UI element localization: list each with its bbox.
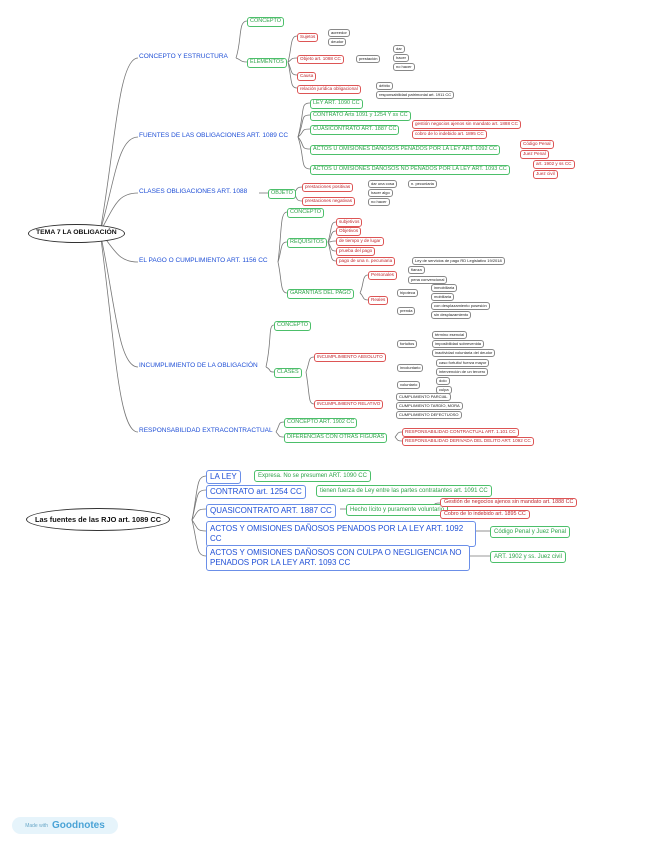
hipoteca-node: hipoteca [397, 289, 419, 297]
clases-node: CLASES OBLIGACIONES ART. 1088 [139, 188, 248, 195]
voluntario-node: voluntario [397, 381, 421, 389]
map2-cuasicontrato-detail: Hecho lícito y puramente voluntario [346, 504, 449, 516]
responsabilidad-node: RESPONSABILIDAD EXTRACONTRACTUAL [139, 427, 273, 434]
positivas-node: prestaciones positivas [302, 183, 354, 192]
map2-contrato-detail: tienen fuerza de Ley entre las partes co… [316, 485, 492, 497]
involuntario-node: involuntario [397, 364, 424, 372]
pecuniaria-node: n. pecuniaria [408, 180, 437, 188]
goodnotes-logo: Goodnotes [52, 820, 105, 831]
dar-cosa-node: dar una cosa [368, 180, 398, 188]
incumplimiento-concepto-node: CONCEPTO [274, 321, 312, 331]
map2-contrato: CONTRATO art. 1254 CC [206, 485, 306, 499]
relativo-node: INCUMPLIMIENTO RELATIVO [314, 400, 384, 409]
requisitos-node: REQUISITOS [287, 238, 327, 248]
hacer-algo-node: hacer algo [368, 189, 393, 197]
garantias-node: GARANTÍAS DEL PAGO [287, 289, 354, 299]
caso-fortuito-node: caso fortuito/ fuerza mayor [436, 359, 490, 367]
actos-penados-node: ACTOS U OMISIONES DAÑOSOS PENADOS POR LA… [310, 145, 501, 155]
prueba-pago-node: prueba del pago [336, 247, 376, 256]
incumplimiento-clases-node: CLASES [274, 368, 302, 378]
map2-ley: LA LEY [206, 470, 241, 484]
fuentes-node: FUENTES DE LAS OBLIGACIONES ART. 1089 CC [139, 132, 289, 139]
actos-no-penados-node: ACTOS U OMISIONES DAÑOSOS NO PENADOS POR… [310, 165, 510, 175]
responsabilidad-concepto-node: CONCEPTO ART. 1902 CC [284, 418, 358, 428]
prenda-node: prenda [397, 307, 416, 315]
prestacion-node: prestación [356, 55, 381, 63]
map2-cuasicontrato: QUASICONTRATO ART. 1887 CC [206, 504, 336, 518]
objeto-node: Objeto art. 1088 CC [297, 55, 344, 64]
codigo-penal-node: Código Penal [520, 140, 554, 149]
map2-ley-detail: Expresa. No se presumen ART. 1090 CC [254, 470, 371, 482]
objetivos-node: Objetivos [336, 227, 362, 236]
map1-root: TEMA 7 LA OBLIGACIÓN [28, 224, 125, 243]
termino-esencial-node: término esencial [432, 331, 468, 339]
map2-actos-culpa: ACTOS Y OMISIONES DAÑOSOS CON CULPA O NE… [206, 545, 470, 571]
negativas-node: prestaciones negativas [302, 197, 355, 206]
map2-cobro: Cobro de lo indebido art. 1895 CC [440, 510, 530, 520]
personales-node: Personales [368, 271, 397, 280]
pago-concepto-node: CONCEPTO [287, 208, 325, 218]
acreedor-node: acreedor [328, 29, 350, 37]
map2-gestion: Gestión de negocios ajenos sin mandato a… [440, 498, 578, 508]
dar-node: dar [393, 45, 405, 53]
art-1902-node: art. 1902 y ss CC [533, 160, 575, 169]
elementos-node: ELEMENTOS [247, 58, 287, 68]
fortuitos-node: fortuitos [397, 340, 418, 348]
tardio-node: CUMPLIMIENTO TARDÍO, MORA [396, 402, 463, 410]
concepto-node: CONCEPTO [247, 17, 285, 27]
ley-node: LEY ART. 1090 CC [310, 99, 363, 109]
juez-civil-node: Juez civil [533, 170, 558, 179]
subjetivos-node: subjetivos [336, 218, 363, 227]
intervencion-node: intervención de un tercero [436, 368, 489, 376]
hacer-node: hacer [393, 54, 410, 62]
pago-node: EL PAGO O CUMPLIMIENTO ART. 1156 CC [139, 257, 268, 264]
cuasicontrato-node: CUASICONTRATO ART. 1887 CC [310, 125, 400, 135]
map2-actos-culpa-detail: ART. 1902 y ss. Juez civil [490, 551, 566, 563]
pago-pecuniaria-node: pago de una n. pecuniaria [336, 257, 396, 266]
diferencias-node: DIFERENCIAS CON OTRAS FIGURAS [284, 433, 388, 443]
ley-servicios-node: Ley de servicios de pago RD Legislativo … [412, 257, 505, 265]
dolo-node: dolo [436, 377, 450, 385]
absoluto-node: INCUMPLIMIENTO ABSOLUTO [314, 353, 386, 362]
con-desplazamiento-node: con desplazamiento posesión [431, 302, 490, 310]
relacion-node: relación jurídica obligacional [297, 85, 361, 94]
sin-desplazamiento-node: sin desplazamiento [431, 311, 472, 319]
responsabilidad-patrimonial-node: responsabilidad patrimonial art. 1911 CC [376, 91, 455, 99]
cobro-node: cobro de lo indebido art. 1895 CC [412, 130, 487, 139]
map2-actos-penados: ACTOS Y OMISIONES DAÑOSOS PENADOS POR LA… [206, 521, 476, 547]
contrato-node: CONTRATO Arts 1091 y 1254 Y ss CC [310, 111, 411, 121]
sujetos-node: Sujetos [297, 33, 319, 42]
defectuoso-node: CUMPLIMIENTO DEFECTUOSO [396, 411, 462, 419]
parcial-node: CUMPLIMIENTO PARCIAL [396, 393, 451, 401]
map2-actos-penados-detail: Código Penal y Juez Penal [490, 526, 571, 538]
juez-penal-node: Juez Penal [520, 150, 549, 159]
made-with-label: Made with [25, 822, 48, 829]
reales-node: Reales [368, 296, 389, 305]
debito-node: débito [376, 82, 393, 90]
inmobiliaria-node: inmobiliaria [431, 284, 458, 292]
causa-node: Causa [297, 72, 317, 81]
mobiliaria-node: mobiliaria [431, 293, 455, 301]
inactividad-node: inactividad voluntaria del deudor [432, 349, 496, 357]
no-hacer-clase-node: no hacer [368, 198, 390, 206]
objeto-clase-node: OBJETO [268, 189, 296, 199]
incumplimiento-node: INCUMPLIMIENTO DE LA OBLIGACIÓN [139, 362, 258, 369]
gestion-node: gestión negocios ajenos sin mandato art.… [412, 120, 521, 129]
tiempo-lugar-node: de tiempo y de lugar [336, 237, 384, 246]
goodnotes-badge: Made with Goodnotes [12, 817, 118, 834]
concepto-estructura: CONCEPTO Y ESTRUCTURA [139, 53, 228, 60]
resp-contractual-node: RESPONSABILIDAD CONTRACTUAL ART. 1.101 C… [402, 428, 519, 437]
deudor-node: deudor [328, 38, 347, 46]
no-hacer-node: no hacer [393, 63, 415, 71]
map2-root: Las fuentes de las RJO art. 1089 CC [26, 508, 171, 532]
fianza-node: fianza [408, 266, 425, 274]
imposibilidad-node: imposibilidad sobrevenida [432, 340, 485, 348]
pena-node: pena convencional [408, 276, 448, 284]
resp-delito-node: RESPONSABILIDAD DERIVADA DEL DELITO ART.… [402, 437, 534, 446]
